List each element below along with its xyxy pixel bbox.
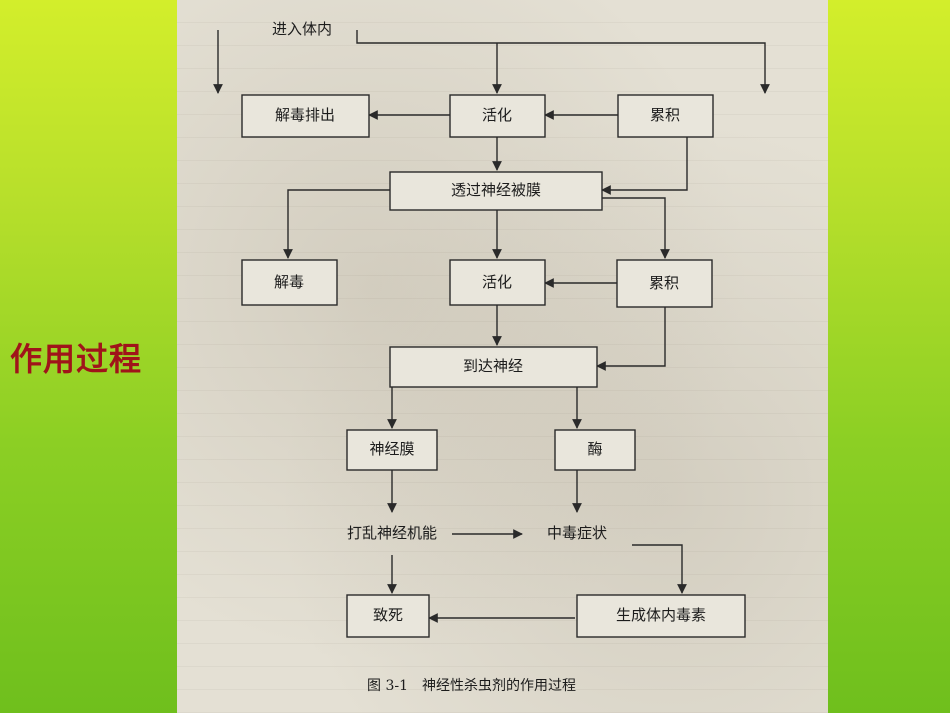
svg-text:到达神经: 到达神经 <box>463 357 523 375</box>
svg-text:解毒排出: 解毒排出 <box>275 106 335 124</box>
node-death: 致死 <box>346 594 430 638</box>
node-penetrate: 透过神经被膜 <box>389 171 603 211</box>
svg-text:累积: 累积 <box>649 274 679 292</box>
arrow-penetrate-to-detox <box>283 189 390 259</box>
arrow-accumulate-mid-to-reach-nerve <box>596 307 666 371</box>
svg-text:活化: 活化 <box>482 106 512 124</box>
arrow-entry-to-accumulate-top <box>356 30 770 94</box>
node-entry: 进入体内 <box>272 20 332 38</box>
node-accumulate-top: 累积 <box>617 94 714 138</box>
node-excrete: 解毒排出 <box>241 94 370 138</box>
connectors <box>213 30 770 623</box>
svg-text:生成体内毒素: 生成体内毒素 <box>616 606 706 624</box>
node-activate-top: 活化 <box>449 94 546 138</box>
node-accumulate-mid: 累积 <box>616 259 713 308</box>
svg-text:神经膜: 神经膜 <box>369 440 414 458</box>
node-detox: 解毒 <box>241 259 338 306</box>
svg-text:累积: 累积 <box>650 106 680 124</box>
flowchart: 进入体内 解毒排出 活化 累积 透过神经被膜 解毒 活化 累积 <box>213 20 770 694</box>
arrow-symptom-to-toxin <box>632 544 687 594</box>
svg-text:透过神经被膜: 透过神经被膜 <box>451 181 541 199</box>
node-disrupt: 打乱神经机能 <box>347 524 437 542</box>
svg-text:活化: 活化 <box>482 273 512 291</box>
figure-caption: 图 3-1 神经性杀虫剂的作用过程 <box>367 678 576 694</box>
node-nerve-membrane: 神经膜 <box>346 429 438 471</box>
node-activate-mid: 活化 <box>449 259 546 306</box>
arrow-penetrate-to-accumulate-mid <box>602 197 670 259</box>
node-reach-nerve: 到达神经 <box>389 346 598 388</box>
svg-text:酶: 酶 <box>587 440 602 458</box>
node-poison-symptom: 中毒症状 <box>547 524 607 542</box>
node-produce-toxin: 生成体内毒素 <box>576 594 746 638</box>
node-enzyme: 酶 <box>554 429 636 471</box>
svg-text:解毒: 解毒 <box>274 273 304 291</box>
scanned-figure: 进入体内 解毒排出 活化 累积 透过神经被膜 解毒 活化 累积 <box>177 0 828 713</box>
slide-side-title: 作用过程 <box>10 340 143 378</box>
arrow-accumulate-to-penetrate <box>601 137 688 195</box>
svg-text:致死: 致死 <box>373 606 403 624</box>
